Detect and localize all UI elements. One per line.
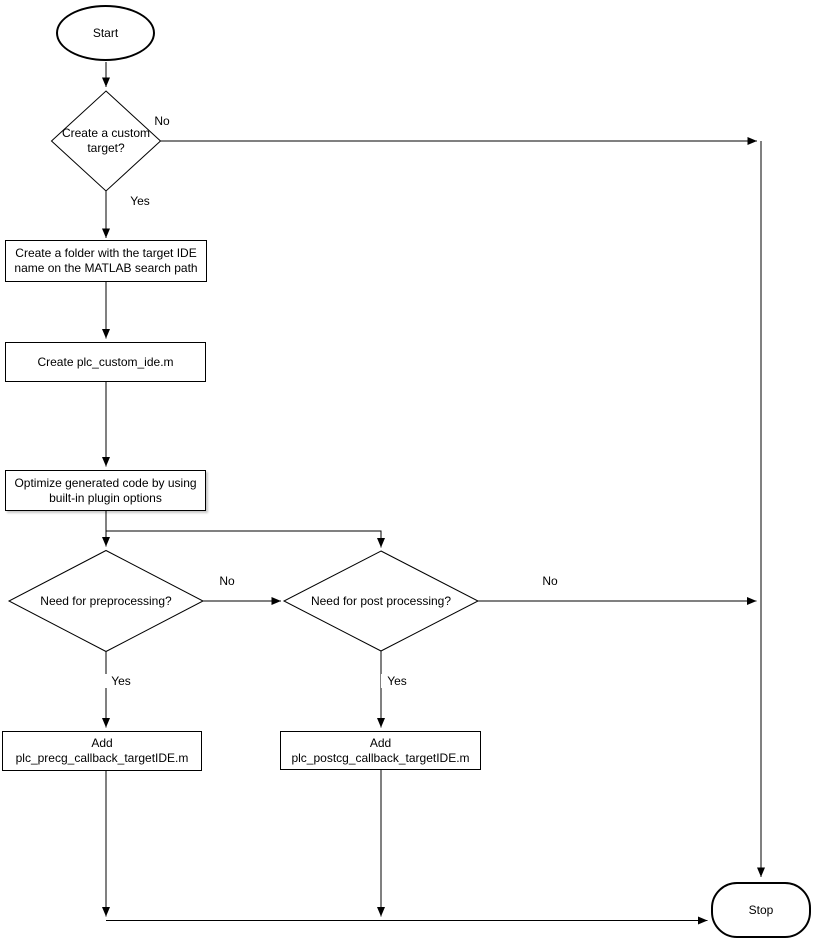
decision-create-custom-target: Create a custom target? bbox=[46, 121, 166, 161]
process-create-folder-label: Create a folder with the target IDE name… bbox=[14, 246, 198, 275]
decision-need-preprocessing-label: Need for preprocessing? bbox=[40, 593, 172, 608]
decision-create-custom-target-label: Create a custom target? bbox=[61, 126, 151, 155]
start-node: Start bbox=[56, 5, 155, 61]
process-create-plc-custom-ide-label: Create plc_custom_ide.m bbox=[37, 354, 174, 369]
decision-need-postprocessing-shape bbox=[282, 550, 480, 652]
start-label: Start bbox=[92, 25, 119, 40]
decision-create-custom-target-shape bbox=[50, 90, 162, 192]
edge-label-custom-target-yes: Yes bbox=[124, 194, 156, 208]
edge-label-preprocessing-no: No bbox=[213, 574, 241, 588]
decision-need-preprocessing-shape bbox=[7, 549, 205, 653]
process-create-folder: Create a folder with the target IDE name… bbox=[5, 240, 207, 282]
process-optimize-code-label: Optimize generated code by using built-i… bbox=[14, 475, 197, 505]
process-add-precg-callback: Add plc_precg_callback_targetIDE.m bbox=[2, 731, 202, 771]
decision-need-preprocessing: Need for preprocessing? bbox=[16, 589, 196, 613]
process-optimize-code: Optimize generated code by using built-i… bbox=[5, 470, 206, 511]
process-add-postcg-callback: Add plc_postcg_callback_targetIDE.m bbox=[280, 731, 481, 770]
process-add-postcg-callback-label: Add plc_postcg_callback_targetIDE.m bbox=[291, 735, 470, 765]
edge-optimize-branch-to-postprocessing bbox=[106, 530, 385, 548]
stop-node: Stop bbox=[711, 882, 811, 938]
process-create-plc-custom-ide: Create plc_custom_ide.m bbox=[5, 342, 206, 382]
edge-label-custom-target-no: No bbox=[148, 114, 176, 128]
edge-label-postprocessing-yes: Yes bbox=[381, 674, 413, 688]
edge-label-preprocessing-yes: Yes bbox=[105, 674, 137, 688]
edge-label-postprocessing-no: No bbox=[536, 574, 564, 588]
decision-need-postprocessing-label: Need for post processing? bbox=[310, 593, 452, 608]
process-add-precg-callback-label: Add plc_precg_callback_targetIDE.m bbox=[15, 736, 189, 765]
stop-label: Stop bbox=[748, 902, 774, 917]
decision-need-postprocessing: Need for post processing? bbox=[291, 589, 471, 613]
